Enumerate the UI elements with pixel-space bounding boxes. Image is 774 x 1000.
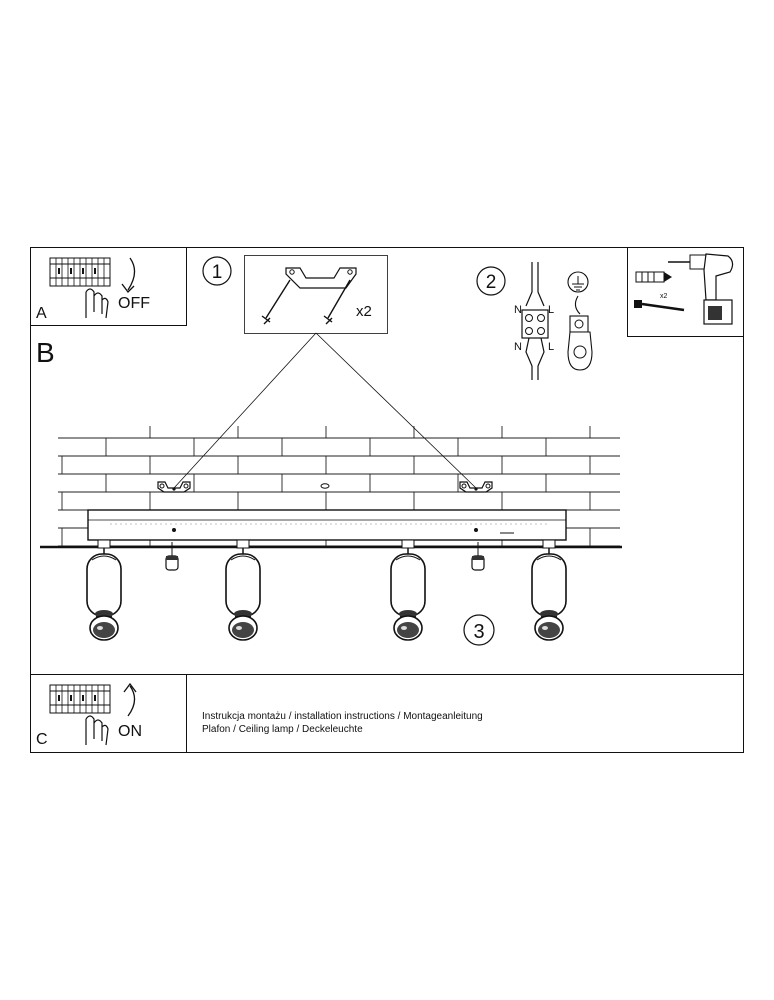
neutral-label-bottom: N <box>514 341 522 353</box>
fuse-box-icon <box>49 257 111 287</box>
panel-c-letter: C <box>36 731 48 748</box>
supply-wire-icon <box>525 262 545 307</box>
leader-lines <box>173 332 477 489</box>
panel-c-power-on: C ON <box>30 674 744 753</box>
lamp-bar <box>87 509 567 541</box>
spotlight-3 <box>390 539 426 641</box>
neutral-label-top: N <box>514 304 522 316</box>
step-1-number: 1 <box>212 262 223 283</box>
spotlight-2 <box>225 539 261 641</box>
ground-icon <box>567 271 589 293</box>
cable-hole <box>320 483 330 489</box>
step-2-badge <box>476 266 506 296</box>
panel-a-letter: A <box>36 305 47 322</box>
wall-bracket-left <box>157 481 191 493</box>
fuse-box-icon <box>49 684 111 714</box>
spotlight-4 <box>531 539 567 641</box>
step-3-number: 3 <box>473 621 484 643</box>
wall-bracket-right <box>459 481 493 493</box>
step-3-badge <box>463 614 495 646</box>
ground-terminal-icon <box>567 315 593 371</box>
screw-icon <box>265 279 291 319</box>
drill-icon <box>668 253 734 325</box>
screw-icon <box>327 279 351 319</box>
on-label: ON <box>118 723 142 740</box>
caption-product: Plafon / Ceiling lamp / Deckeleuchte <box>202 724 363 735</box>
spotlight-1 <box>86 539 122 641</box>
step-1-quantity: x2 <box>356 303 372 320</box>
tools-panel: x2 <box>627 247 744 337</box>
screw-icon <box>634 300 685 312</box>
terminal-block-icon <box>521 309 549 339</box>
hand-icon <box>85 715 109 746</box>
off-label: OFF <box>118 295 150 312</box>
panel-b-letter: B <box>36 337 55 368</box>
outer-frame <box>30 247 744 753</box>
caption-instructions: Instrukcja montażu / installation instru… <box>202 711 483 722</box>
step-2-number: 2 <box>486 272 497 293</box>
arrow-up-icon <box>123 682 137 717</box>
live-label-top: L <box>548 304 554 316</box>
hand-icon <box>85 288 109 319</box>
wall-plug-icon <box>635 271 672 283</box>
step-1-mounting-bracket: 1 x2 <box>202 255 388 334</box>
tools-quantity: x2 <box>660 293 668 300</box>
lamp-wire-icon <box>525 337 545 380</box>
step-2-wiring: 2 N L N L <box>476 262 593 380</box>
step-1-badge <box>202 256 232 286</box>
live-label-bottom: L <box>548 341 554 353</box>
bracket-icon <box>285 267 357 289</box>
panel-a-power-off: A OFF <box>30 247 187 326</box>
arrow-down-icon <box>121 257 136 293</box>
